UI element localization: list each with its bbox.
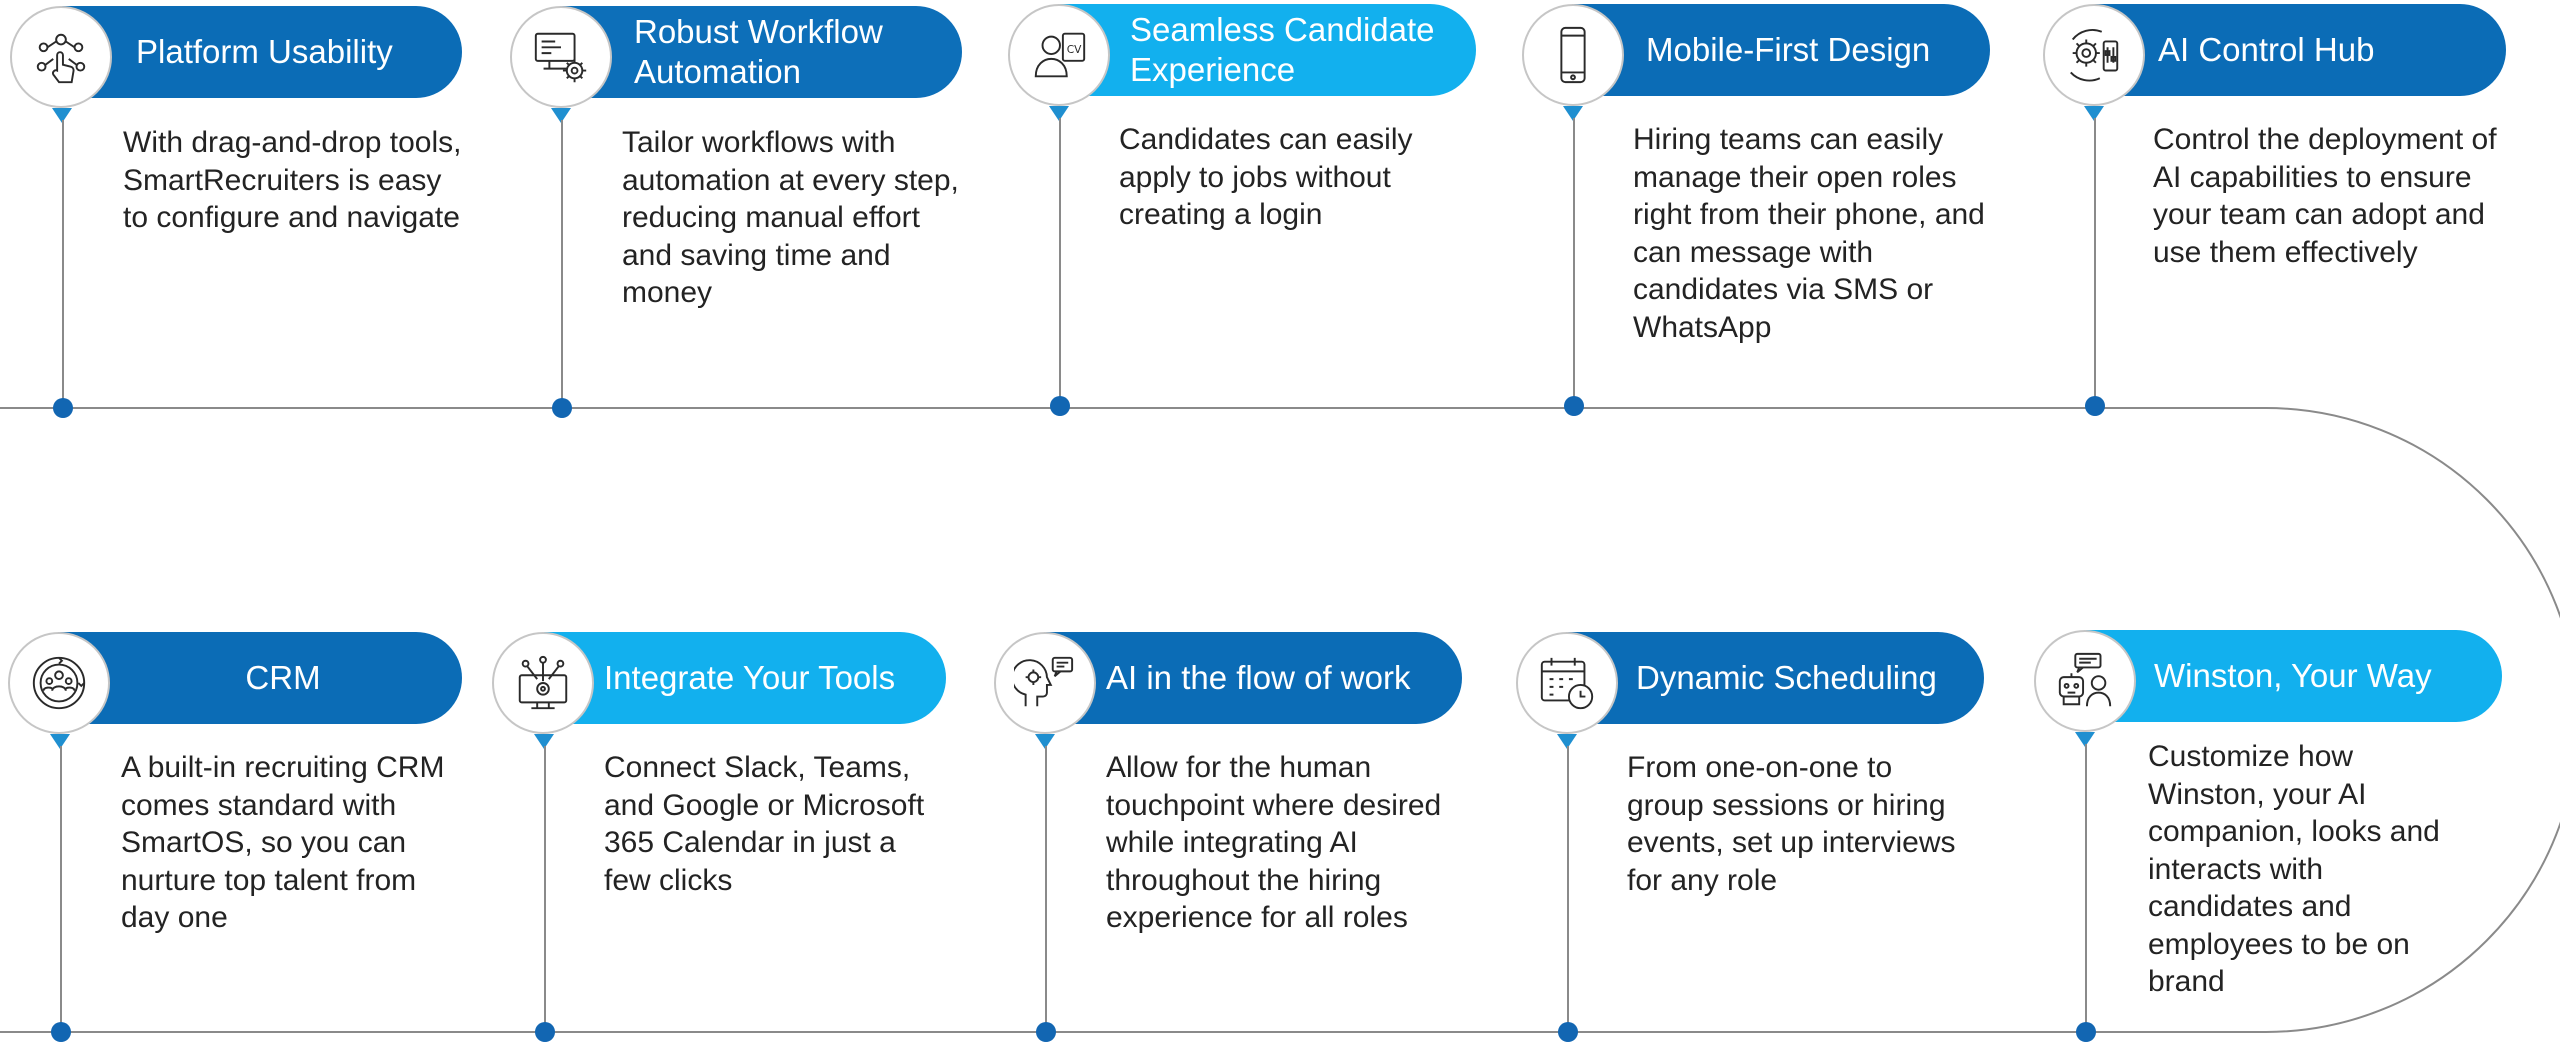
feature-icon-circle: [2034, 630, 2136, 732]
feature-title-pill: CRM: [58, 632, 462, 724]
integration-monitor-icon: [518, 655, 568, 710]
feature-icon-circle: [510, 6, 612, 108]
touch-network-icon: [36, 33, 86, 84]
feature-stem: [561, 120, 563, 408]
feature-title: Integrate Your Tools: [604, 659, 896, 696]
feature-title: Winston, Your Way: [2154, 657, 2432, 694]
feature-pointer: [1563, 106, 1583, 121]
feature-pointer: [551, 108, 571, 123]
feature-description: With drag-and-drop tools, SmartRecruiter…: [123, 126, 462, 234]
feature-description: Allow for the human touchpoint where des…: [1106, 751, 1442, 934]
feature-pointer: [534, 734, 554, 749]
calendar-clock-icon: [1540, 657, 1594, 710]
feature-pointer: [52, 108, 72, 123]
workflow-automation-icon: [534, 32, 587, 83]
feature-title-pill: Integrate Your Tools: [544, 632, 946, 724]
feature-title-pill: Winston, Your Way: [2084, 630, 2502, 722]
ai-control-gear-icon: [2070, 29, 2119, 82]
feature-stem: [2085, 744, 2087, 1032]
crm-people-icon: [32, 656, 86, 710]
smartphone-icon: [1560, 26, 1586, 84]
feature-title: Dynamic Scheduling: [1636, 659, 1937, 696]
timeline-dot: [51, 1022, 71, 1042]
feature-description: A built-in recruiting CRM comes standard…: [121, 751, 445, 934]
timeline-dot: [53, 398, 73, 418]
feature-stem: [544, 746, 546, 1032]
feature-stem: [2094, 118, 2096, 406]
feature-icon-circle: [1522, 4, 1624, 106]
timeline-dot: [1564, 396, 1584, 416]
feature-icon-circle: [2043, 4, 2145, 106]
feature-stem: [1059, 118, 1061, 406]
feature-title: Mobile-First Design: [1646, 31, 1931, 68]
feature-pointer: [2075, 732, 2095, 747]
feature-title: CRM: [245, 659, 321, 696]
feature-description: Control the deployment of AI capabilitie…: [2153, 123, 2497, 269]
feature-description: Connect Slack, Teams, and Google or Micr…: [604, 751, 925, 897]
feature-icon-circle: [492, 632, 594, 734]
feature-icon-circle: [8, 632, 110, 734]
feature-icon-circle: CV: [1008, 4, 1110, 106]
feature-title: Robust Workflow Automation: [634, 13, 883, 90]
timeline-dot: [2085, 396, 2105, 416]
feature-pointer: [2084, 106, 2104, 121]
feature-stem: [1573, 118, 1575, 406]
timeline-dot: [535, 1022, 555, 1042]
feature-pointer: [50, 734, 70, 749]
feature-title-pill: Platform Usability: [62, 6, 462, 98]
timeline-dot: [1050, 396, 1070, 416]
feature-stem: [60, 746, 62, 1032]
ai-head-chat-icon: [1014, 656, 1074, 707]
feature-title: AI in the flow of work: [1106, 659, 1411, 696]
feature-description: Candidates can easily apply to jobs with…: [1119, 123, 1413, 231]
feature-title-pill: Mobile-First Design: [1572, 4, 1990, 96]
feature-title-pill: Dynamic Scheduling: [1566, 632, 1984, 724]
svg-text:CV: CV: [1067, 43, 1082, 56]
feature-icon-circle: [10, 6, 112, 108]
feature-stem: [1045, 746, 1047, 1032]
feature-description: Customize how Winston, your AI companion…: [2148, 740, 2440, 998]
timeline-dot: [2076, 1022, 2096, 1042]
feature-title: Seamless Candidate Experience: [1130, 11, 1435, 88]
feature-title-pill: Seamless Candidate Experience: [1058, 4, 1476, 96]
feature-title: Platform Usability: [136, 33, 393, 70]
feature-description: Hiring teams can easily manage their ope…: [1633, 123, 1985, 344]
feature-icon-circle: [1516, 632, 1618, 734]
feature-title: AI Control Hub: [2158, 31, 2375, 68]
timeline-curve: [2265, 407, 2560, 1033]
feature-title-pill: AI in the flow of work: [1044, 632, 1462, 724]
timeline-dot: [1036, 1022, 1056, 1042]
feature-description: Tailor workflows with automation at ever…: [622, 126, 959, 309]
feature-stem: [1567, 746, 1569, 1032]
timeline-dot: [1558, 1022, 1578, 1042]
feature-pointer: [1557, 734, 1577, 749]
feature-title-pill: Robust Workflow Automation: [560, 6, 962, 98]
candidate-cv-icon: CV: [1034, 32, 1086, 78]
winston-companion-icon: [2058, 652, 2112, 707]
timeline-dot: [552, 398, 572, 418]
feature-stem: [62, 120, 64, 408]
feature-pointer: [1049, 106, 1069, 121]
feature-pointer: [1035, 734, 1055, 749]
feature-description: From one-on-one to group sessions or hir…: [1627, 751, 1956, 897]
feature-icon-circle: [994, 632, 1096, 734]
feature-title-pill: AI Control Hub: [2094, 4, 2506, 96]
